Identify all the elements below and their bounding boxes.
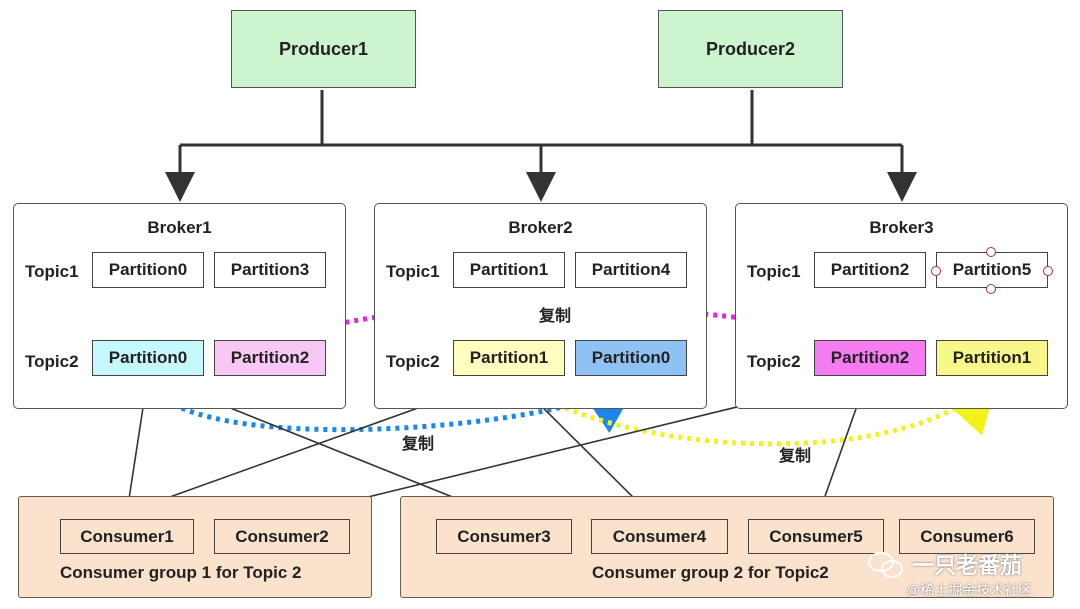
broker2-topic2-partition0-replica: Partition0 — [575, 340, 687, 376]
wechat-icon — [868, 552, 903, 578]
consumer3-box: Consumer3 — [436, 519, 572, 554]
selection-handle-bottom[interactable] — [986, 284, 996, 294]
partition-label: Partition1 — [469, 348, 549, 367]
broker3-label: Broker3 — [869, 218, 934, 237]
watermark-line1: 一只老番茄 — [912, 553, 1023, 578]
replication-label-magenta: 复制 — [539, 308, 572, 325]
producer2-label: Producer2 — [705, 38, 796, 59]
broker3-topic2-partition1-replica: Partition1 — [936, 340, 1048, 376]
selection-handle-left[interactable] — [931, 266, 941, 276]
selection-handle-right[interactable] — [1043, 266, 1053, 276]
consumer-label: Consumer3 — [457, 526, 551, 546]
partition-label: Partition4 — [591, 260, 671, 279]
broker1-topic2-partition2-replica: Partition2 — [214, 340, 326, 376]
consumer-label: Consumer1 — [80, 526, 174, 546]
broker2-topic1-partition4: Partition4 — [575, 252, 687, 288]
consumer-label: Consumer4 — [612, 526, 707, 546]
broker3-topic1-partition2: Partition2 — [814, 252, 926, 288]
selection-handle-top[interactable] — [986, 247, 996, 257]
partition-label: Partition3 — [230, 260, 310, 279]
partition-label: Partition2 — [230, 348, 310, 367]
replication-label-blue: 复制 — [402, 436, 435, 453]
partition-label: Partition0 — [591, 348, 671, 367]
broker1-topic1-partition0: Partition0 — [92, 252, 204, 288]
consumer-label: Consumer2 — [235, 526, 329, 546]
broker2-topic1-label: Topic1 — [386, 262, 440, 281]
consumer-group-2-label: Consumer group 2 for Topic2 — [592, 563, 829, 582]
broker2-topic1-partition1: Partition1 — [453, 252, 565, 288]
partition-label: Partition5 — [952, 260, 1032, 279]
watermark: 一只老番茄 @稀土掘金技术社区 — [868, 548, 1073, 602]
broker2-topic2-partition1-leader: Partition1 — [453, 340, 565, 376]
partition-label: Partition2 — [830, 260, 910, 279]
broker1-box: Broker1 — [13, 203, 346, 409]
producer1-label: Producer1 — [278, 38, 369, 59]
partition-label: Partition1 — [952, 348, 1032, 367]
consumer5-box: Consumer5 — [748, 519, 884, 554]
broker2-topic2-label: Topic2 — [386, 352, 440, 371]
replication-label-yellow: 复制 — [779, 448, 812, 465]
broker3-topic2-label: Topic2 — [747, 352, 801, 371]
consumer-label: Consumer5 — [769, 526, 863, 546]
consumer-label: Consumer6 — [920, 526, 1014, 546]
broker3-topic1-partition5-selected[interactable]: Partition5 — [936, 252, 1048, 288]
broker1-topic1-partition3: Partition3 — [214, 252, 326, 288]
producer1-box: Producer1 — [231, 10, 416, 88]
broker3-topic1-label: Topic1 — [747, 262, 801, 281]
partition-label: Partition0 — [108, 348, 188, 367]
watermark-line2: @稀土掘金技术社区 — [906, 582, 1033, 598]
broker1-label: Broker1 — [147, 218, 212, 237]
consumer4-box: Consumer4 — [591, 519, 728, 554]
broker2-label: Broker2 — [508, 218, 573, 237]
consumer-group-1-label: Consumer group 1 for Topic 2 — [60, 563, 302, 582]
broker1-topic2-partition0-leader: Partition0 — [92, 340, 204, 376]
broker3-box: Broker3 — [735, 203, 1068, 409]
producer2-box: Producer2 — [658, 10, 843, 88]
broker1-topic1-label: Topic1 — [25, 262, 79, 281]
consumer2-box: Consumer2 — [214, 519, 350, 554]
partition-label: Partition2 — [830, 348, 910, 367]
consumer6-box: Consumer6 — [899, 519, 1035, 554]
partition-label: Partition1 — [469, 260, 549, 279]
broker1-topic2-label: Topic2 — [25, 352, 79, 371]
broker3-topic2-partition2-leader: Partition2 — [814, 340, 926, 376]
producer-connector-lines — [165, 90, 917, 202]
partition-label: Partition0 — [108, 260, 188, 279]
consumer1-box: Consumer1 — [60, 519, 194, 554]
